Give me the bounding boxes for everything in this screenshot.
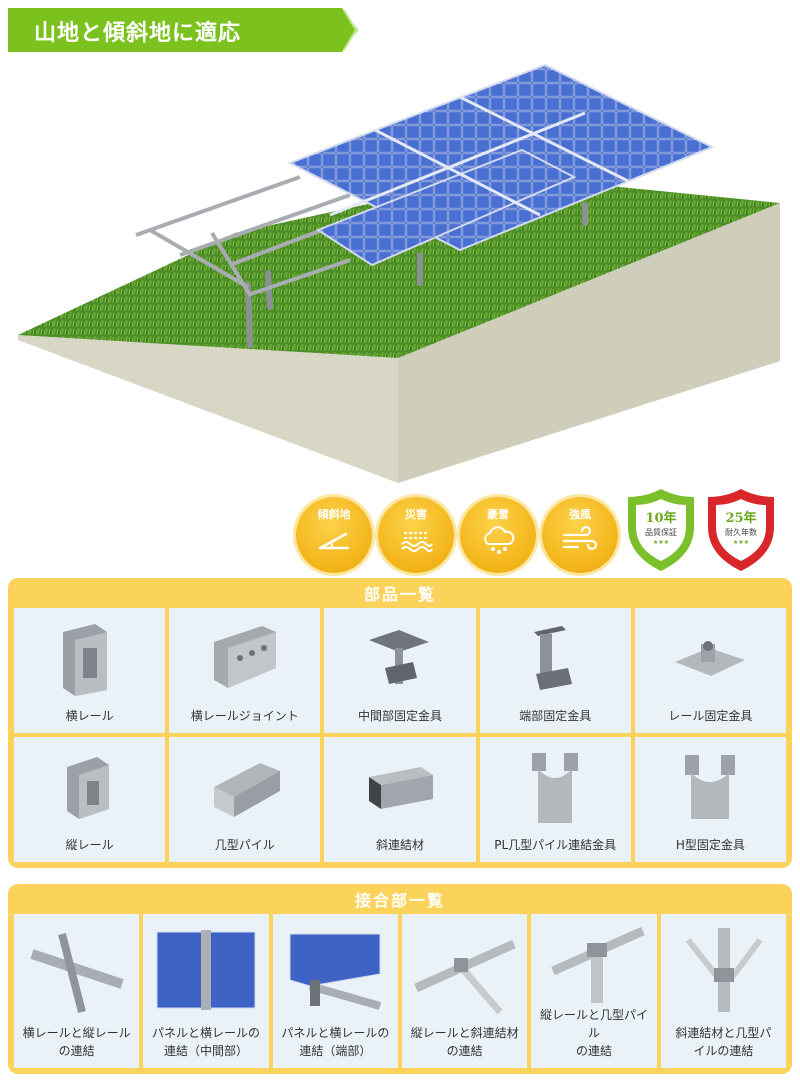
part-label: 斜連結材 [375, 838, 424, 852]
joint-item: 横レールと縦レールの連結 [14, 914, 140, 1068]
wind-icon [562, 526, 598, 551]
page-title: 山地と傾斜地に適応 [34, 21, 242, 46]
badge-stars: ★★★ [732, 539, 750, 546]
joint-label-line2: イルの連結 [693, 1044, 754, 1058]
joint-item: 縦レールと斜連結材の連結 [402, 914, 528, 1068]
shield-icon [628, 489, 694, 571]
pile-channel-icon [213, 762, 280, 817]
solar-mount-slope-illustration [18, 63, 780, 483]
feature-label: 災害 [405, 508, 427, 521]
part-label: PL几型パイル連結金具 [494, 838, 617, 852]
mid-clamp-icon [368, 629, 429, 684]
feature-label: 強風 [569, 508, 591, 521]
feature-slope: 傾斜地 [296, 497, 372, 573]
joint-item: パネルと横レールの連結（端部） [272, 914, 398, 1068]
part-label: 几型パイル [214, 838, 275, 852]
part-item: PL几型パイル連結金具 [479, 737, 631, 862]
diagonal-brace-icon [368, 766, 433, 809]
feature-label: 傾斜地 [317, 508, 351, 521]
hero-illustration [0, 55, 800, 495]
part-item: 縦レール [14, 737, 166, 862]
part-item: 几型パイル [169, 737, 321, 862]
part-item: 斜連結材 [324, 737, 476, 862]
joint-list-title: 接合部一覧 [354, 891, 445, 910]
parts-grid: 横レール 横レールジョイント 中間部固定金具 端部固定金具 レール固定金具 縦レ… [14, 608, 786, 862]
snow-cloud-icon [484, 526, 515, 554]
joint-label-line1: パネルと横レールの [281, 1026, 390, 1040]
rail-brace-joint-icon [413, 939, 516, 1014]
end-clamp-icon [534, 625, 573, 690]
brace-pile-joint-icon [685, 928, 763, 1012]
rail-to-rail-joint-icon [30, 933, 124, 1013]
joint-list-header: 接合部一覧 [8, 884, 792, 914]
title-banner: 山地と傾斜地に適応 [8, 8, 358, 52]
joint-label-line1: パネルと横レールの [151, 1026, 260, 1040]
joints-grid: 横レールと縦レールの連結 パネルと横レールの連結（中間部） パネルと横レールの連… [14, 914, 786, 1068]
badge-stars: ★★★ [652, 539, 670, 546]
part-label: 中間部固定金具 [357, 709, 442, 723]
shield-icon [708, 489, 774, 571]
part-item: レール固定金具 [634, 608, 786, 733]
badge-years: 25年 [725, 511, 757, 526]
rail-fixing-bracket-icon [675, 640, 746, 676]
part-label: レール固定金具 [668, 709, 753, 723]
part-label: 横レール [65, 709, 114, 723]
feature-disaster: 災害 [378, 497, 454, 573]
part-item: 横レールジョイント [169, 608, 321, 733]
parts-list-panel: 部品一覧 横レール 横レールジョイント 中間部固定金具 端部固定金具 レール固定… [8, 578, 792, 868]
joint-label-line1: 縦レールと斜連結材 [410, 1026, 519, 1040]
panel-mid-clamp-joint-icon [156, 930, 256, 1010]
joint-label-line1: 斜連結材と几型パ [675, 1026, 772, 1040]
warranty-badge-10y: 10年 品質保証 ★★★ [624, 487, 698, 573]
vertical-rail-icon [66, 756, 109, 819]
durability-badge-25y: 25年 耐久年数 ★★★ [704, 487, 778, 573]
part-label: 縦レール [65, 838, 114, 852]
feature-heavy-snow: 豪雪 [460, 497, 536, 573]
part-label: H型固定金具 [675, 838, 745, 852]
parts-list-header: 部品一覧 [8, 578, 792, 608]
panel-end-clamp-joint-icon [289, 933, 382, 1010]
joint-label-line2: の連結 [575, 1044, 612, 1058]
badge-years: 10年 [645, 511, 677, 526]
horizontal-rail-icon [62, 623, 107, 696]
rail-pile-joint-icon [551, 926, 645, 1003]
flood-icon [401, 532, 433, 552]
joint-item: 斜連結材と几型パイルの連結 [660, 914, 786, 1068]
joint-label-line2: の連結 [58, 1044, 95, 1058]
part-item: H型固定金具 [634, 737, 786, 862]
joint-label-line2: 連結（中間部） [163, 1044, 248, 1058]
joint-label-line2: の連結 [446, 1044, 483, 1058]
joint-item: パネルと横レールの連結（中間部） [143, 914, 269, 1068]
badge-text: 品質保証 [645, 528, 677, 537]
joint-list-panel: 接合部一覧 横レールと縦レールの連結 パネルと横レールの連結（中間部） パネルと… [8, 884, 792, 1074]
rail-joint-icon [213, 625, 276, 688]
part-item: 中間部固定金具 [324, 608, 476, 733]
part-label: 横レールジョイント [190, 709, 299, 723]
feature-label: 豪雪 [487, 508, 509, 521]
part-item: 横レール [14, 608, 166, 733]
h-bracket-icon [685, 754, 736, 819]
part-label: 端部固定金具 [519, 709, 592, 723]
part-item: 端部固定金具 [479, 608, 631, 733]
joint-label-line1: 横レールと縦レール [22, 1026, 131, 1040]
joint-label-line1: 縦レールと几型パイル [539, 1008, 648, 1040]
badge-text: 耐久年数 [725, 528, 757, 537]
title-banner-shape [8, 8, 358, 52]
feature-strong-wind: 強風 [542, 497, 618, 573]
joint-label-line2: 連結（端部） [299, 1044, 372, 1058]
slope-angle-icon [318, 532, 350, 550]
pile-connector-icon [532, 752, 579, 823]
joint-item: 縦レールと几型パイルの連結 [531, 914, 657, 1068]
parts-list-title: 部品一覧 [363, 585, 436, 604]
